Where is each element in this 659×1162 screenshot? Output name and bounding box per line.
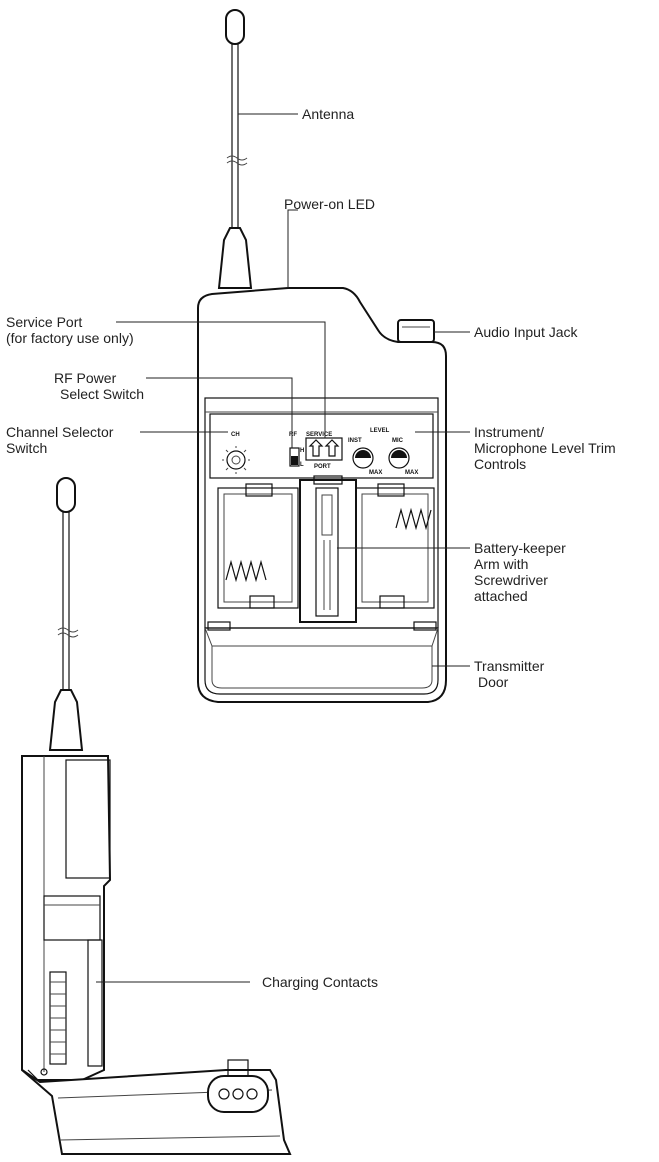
label-channel-selector-switch: Channel Selector Switch (6, 424, 114, 456)
panel-label-ch: CH (231, 432, 240, 438)
panel-label-max-1: MAX (369, 470, 382, 476)
panel-label-inst: INST (348, 438, 362, 444)
antenna-top (217, 9, 253, 289)
label-rf-power-select-switch: RF Power Select Switch (54, 370, 145, 402)
panel-label-mic: MIC (392, 438, 404, 444)
leader-power-led (287, 209, 298, 288)
label-charging-contacts: Charging Contacts (262, 974, 378, 990)
label-audio-input-jack: Audio Input Jack (474, 324, 578, 340)
label-power-on-led: Power-on LED (284, 196, 376, 212)
panel-label-h: H (300, 448, 304, 454)
panel-label-service: SERVICE (306, 432, 332, 438)
panel-label-max-2: MAX (405, 470, 418, 476)
panel-label-rf: RF (289, 432, 297, 438)
label-battery-keeper-arm: Battery-keeper Arm with Screwdriver atta… (474, 540, 566, 604)
transmitter-side-view (21, 477, 292, 1155)
leader-lines (96, 113, 470, 983)
label-service-port: Service Port (for factory use only) (6, 314, 134, 346)
transmitter-front-body: CH RF SERVICE PORT LEVEL INST MIC MAX MA… (197, 287, 447, 703)
leader-service-port (116, 321, 326, 438)
panel-label-port: PORT (314, 464, 331, 470)
leader-rf-power (146, 377, 293, 448)
label-antenna: Antenna (302, 106, 355, 122)
label-transmitter-door: Transmitter Door (474, 658, 545, 690)
label-level-trim-controls: Instrument/ Microphone Level Trim Contro… (474, 424, 616, 472)
panel-label-level: LEVEL (370, 428, 390, 434)
panel-label-l: L (300, 462, 304, 468)
